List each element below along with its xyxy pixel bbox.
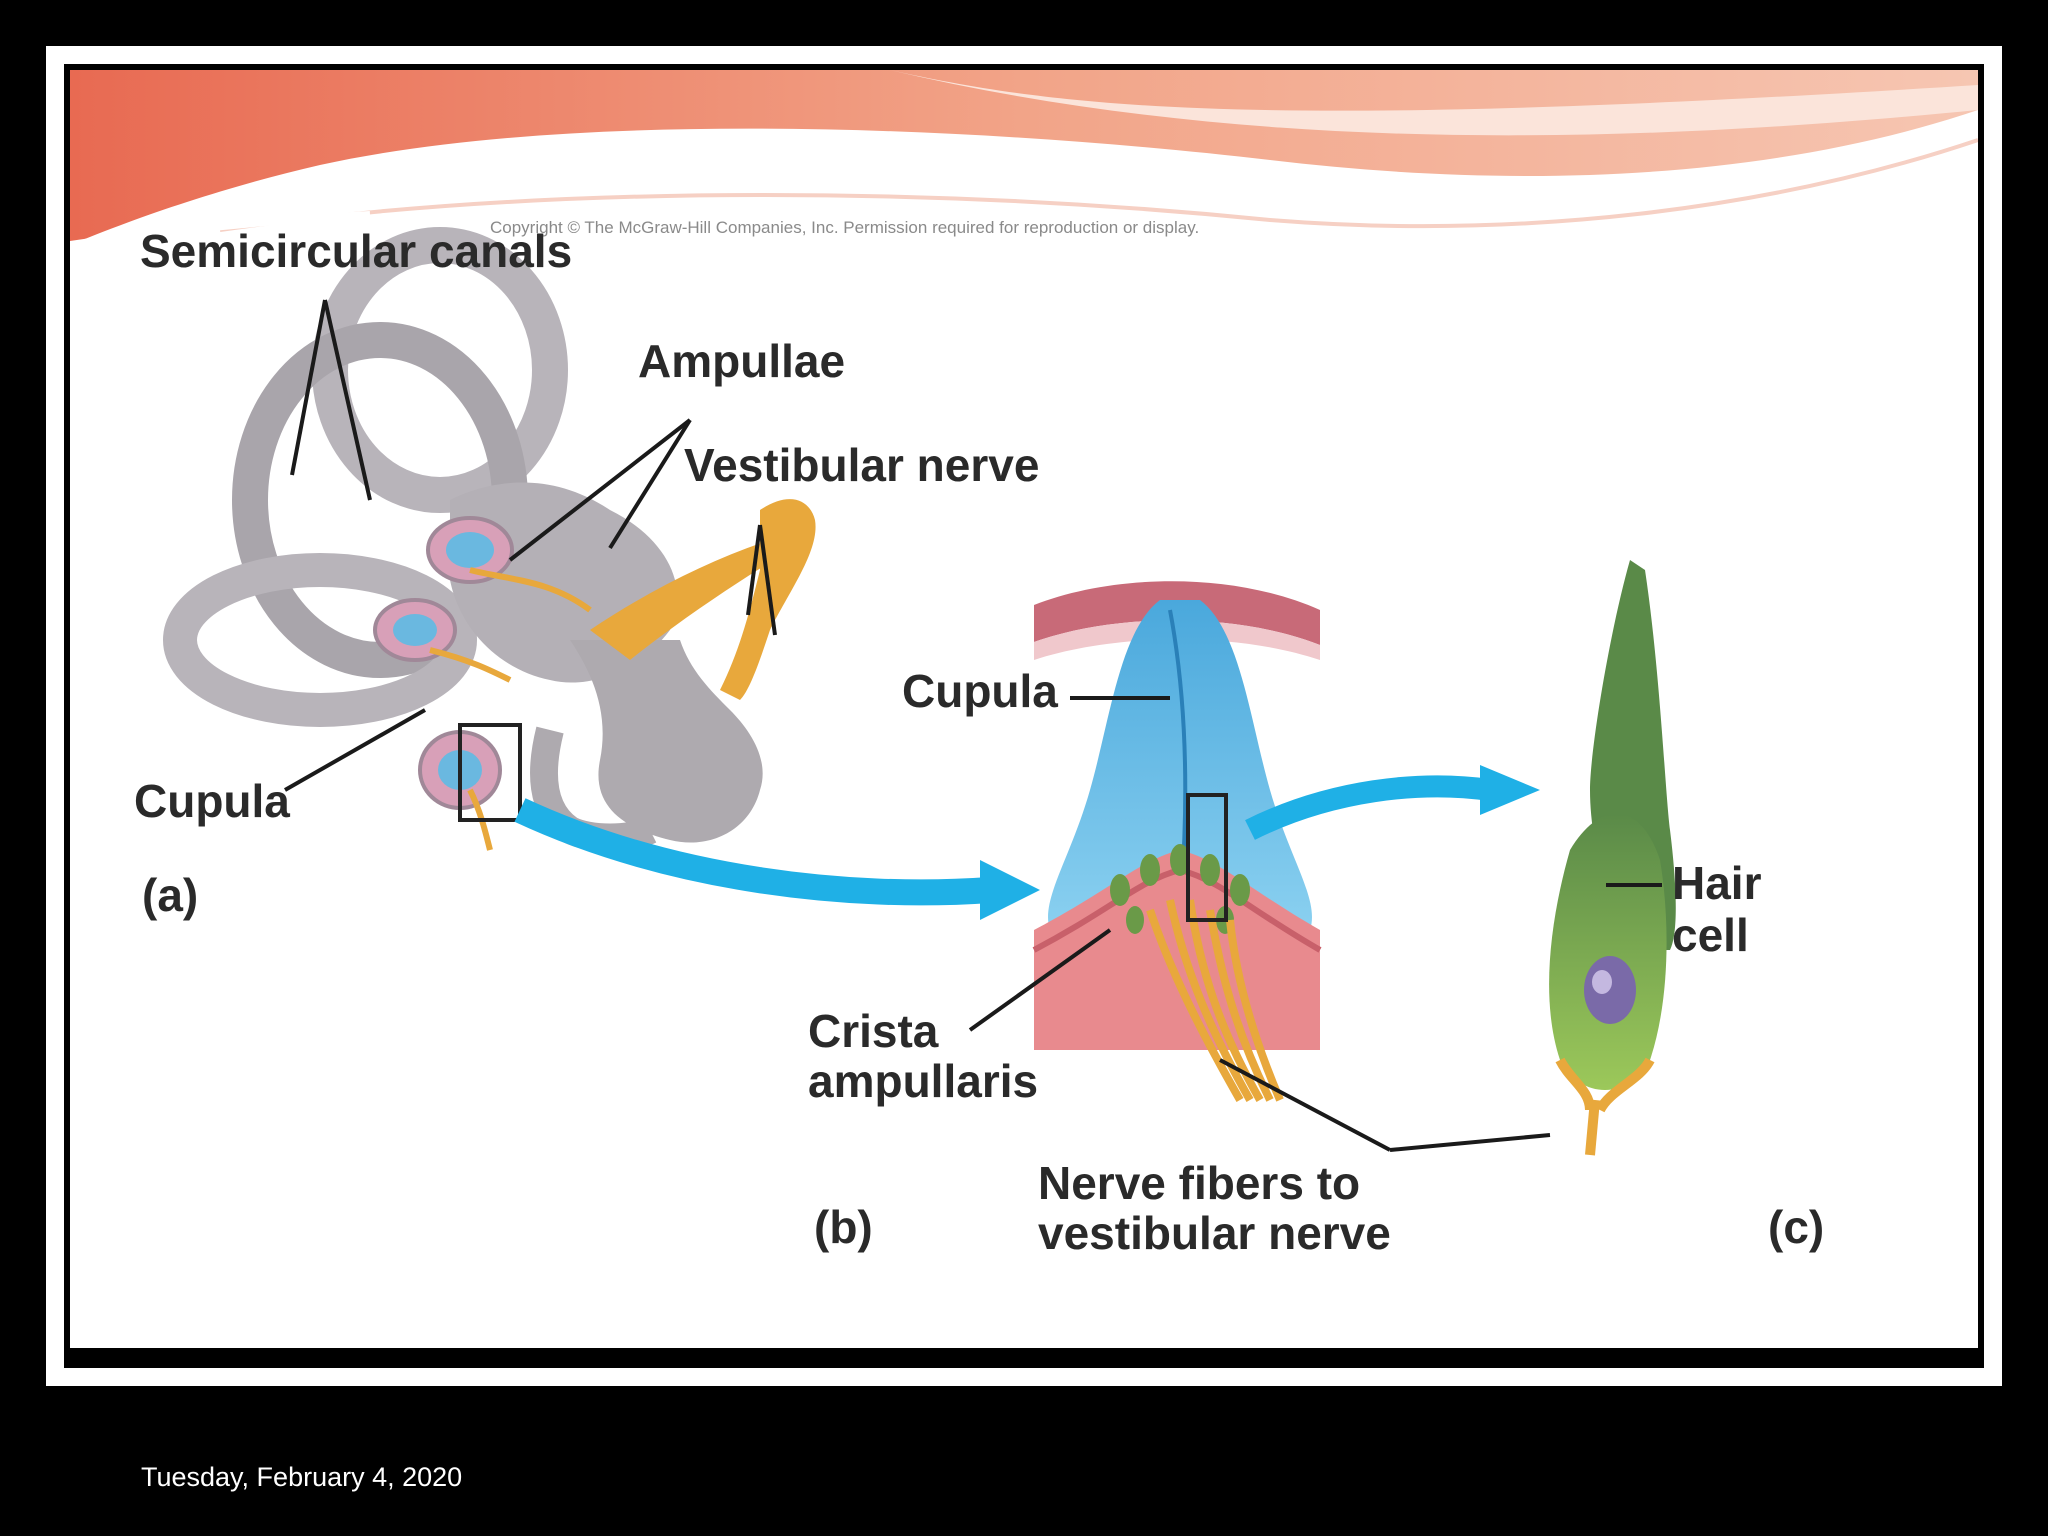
label-cupula-a: Cupula — [134, 775, 290, 827]
label-hair-cell-line1: Hair — [1672, 857, 1762, 909]
footer-date: Tuesday, February 4, 2020 — [141, 1462, 463, 1492]
diagram-artwork — [70, 70, 1978, 1156]
arrow-b-to-c-head — [1480, 765, 1540, 815]
copyright-notice: Copyright © The McGraw-Hill Companies, I… — [490, 218, 1200, 237]
label-panel-c: (c) — [1768, 1201, 1825, 1253]
slide-canvas: Copyright © The McGraw-Hill Companies, I… — [70, 70, 1978, 1348]
leader-lines-b — [968, 696, 1551, 1152]
label-vestibular-nerve: Vestibular nerve — [684, 439, 1040, 491]
crista-ampullaris-illustration — [1032, 581, 1322, 1102]
label-nerve-fibers-line1: Nerve fibers to — [1038, 1157, 1361, 1209]
label-crista-line1: Crista — [808, 1005, 939, 1057]
label-semicircular-canals: Semicircular canals — [140, 225, 573, 277]
label-panel-b: (b) — [814, 1201, 873, 1253]
label-hair-cell-line2: cell — [1672, 909, 1749, 961]
leader-lines-a — [284, 299, 777, 792]
decorative-banner — [70, 70, 1978, 249]
arrow-a-to-b-head — [980, 860, 1040, 920]
arrow-a-to-b — [514, 798, 991, 906]
label-crista-line2: ampullaris — [808, 1055, 1039, 1107]
label-nerve-fibers-line2: vestibular nerve — [1038, 1207, 1391, 1259]
hair-cell-illustration — [1549, 560, 1676, 1156]
label-ampullae: Ampullae — [638, 335, 846, 387]
label-panel-a: (a) — [142, 869, 199, 921]
arrow-b-to-c — [1245, 775, 1492, 840]
label-cupula-b: Cupula — [902, 665, 1058, 717]
